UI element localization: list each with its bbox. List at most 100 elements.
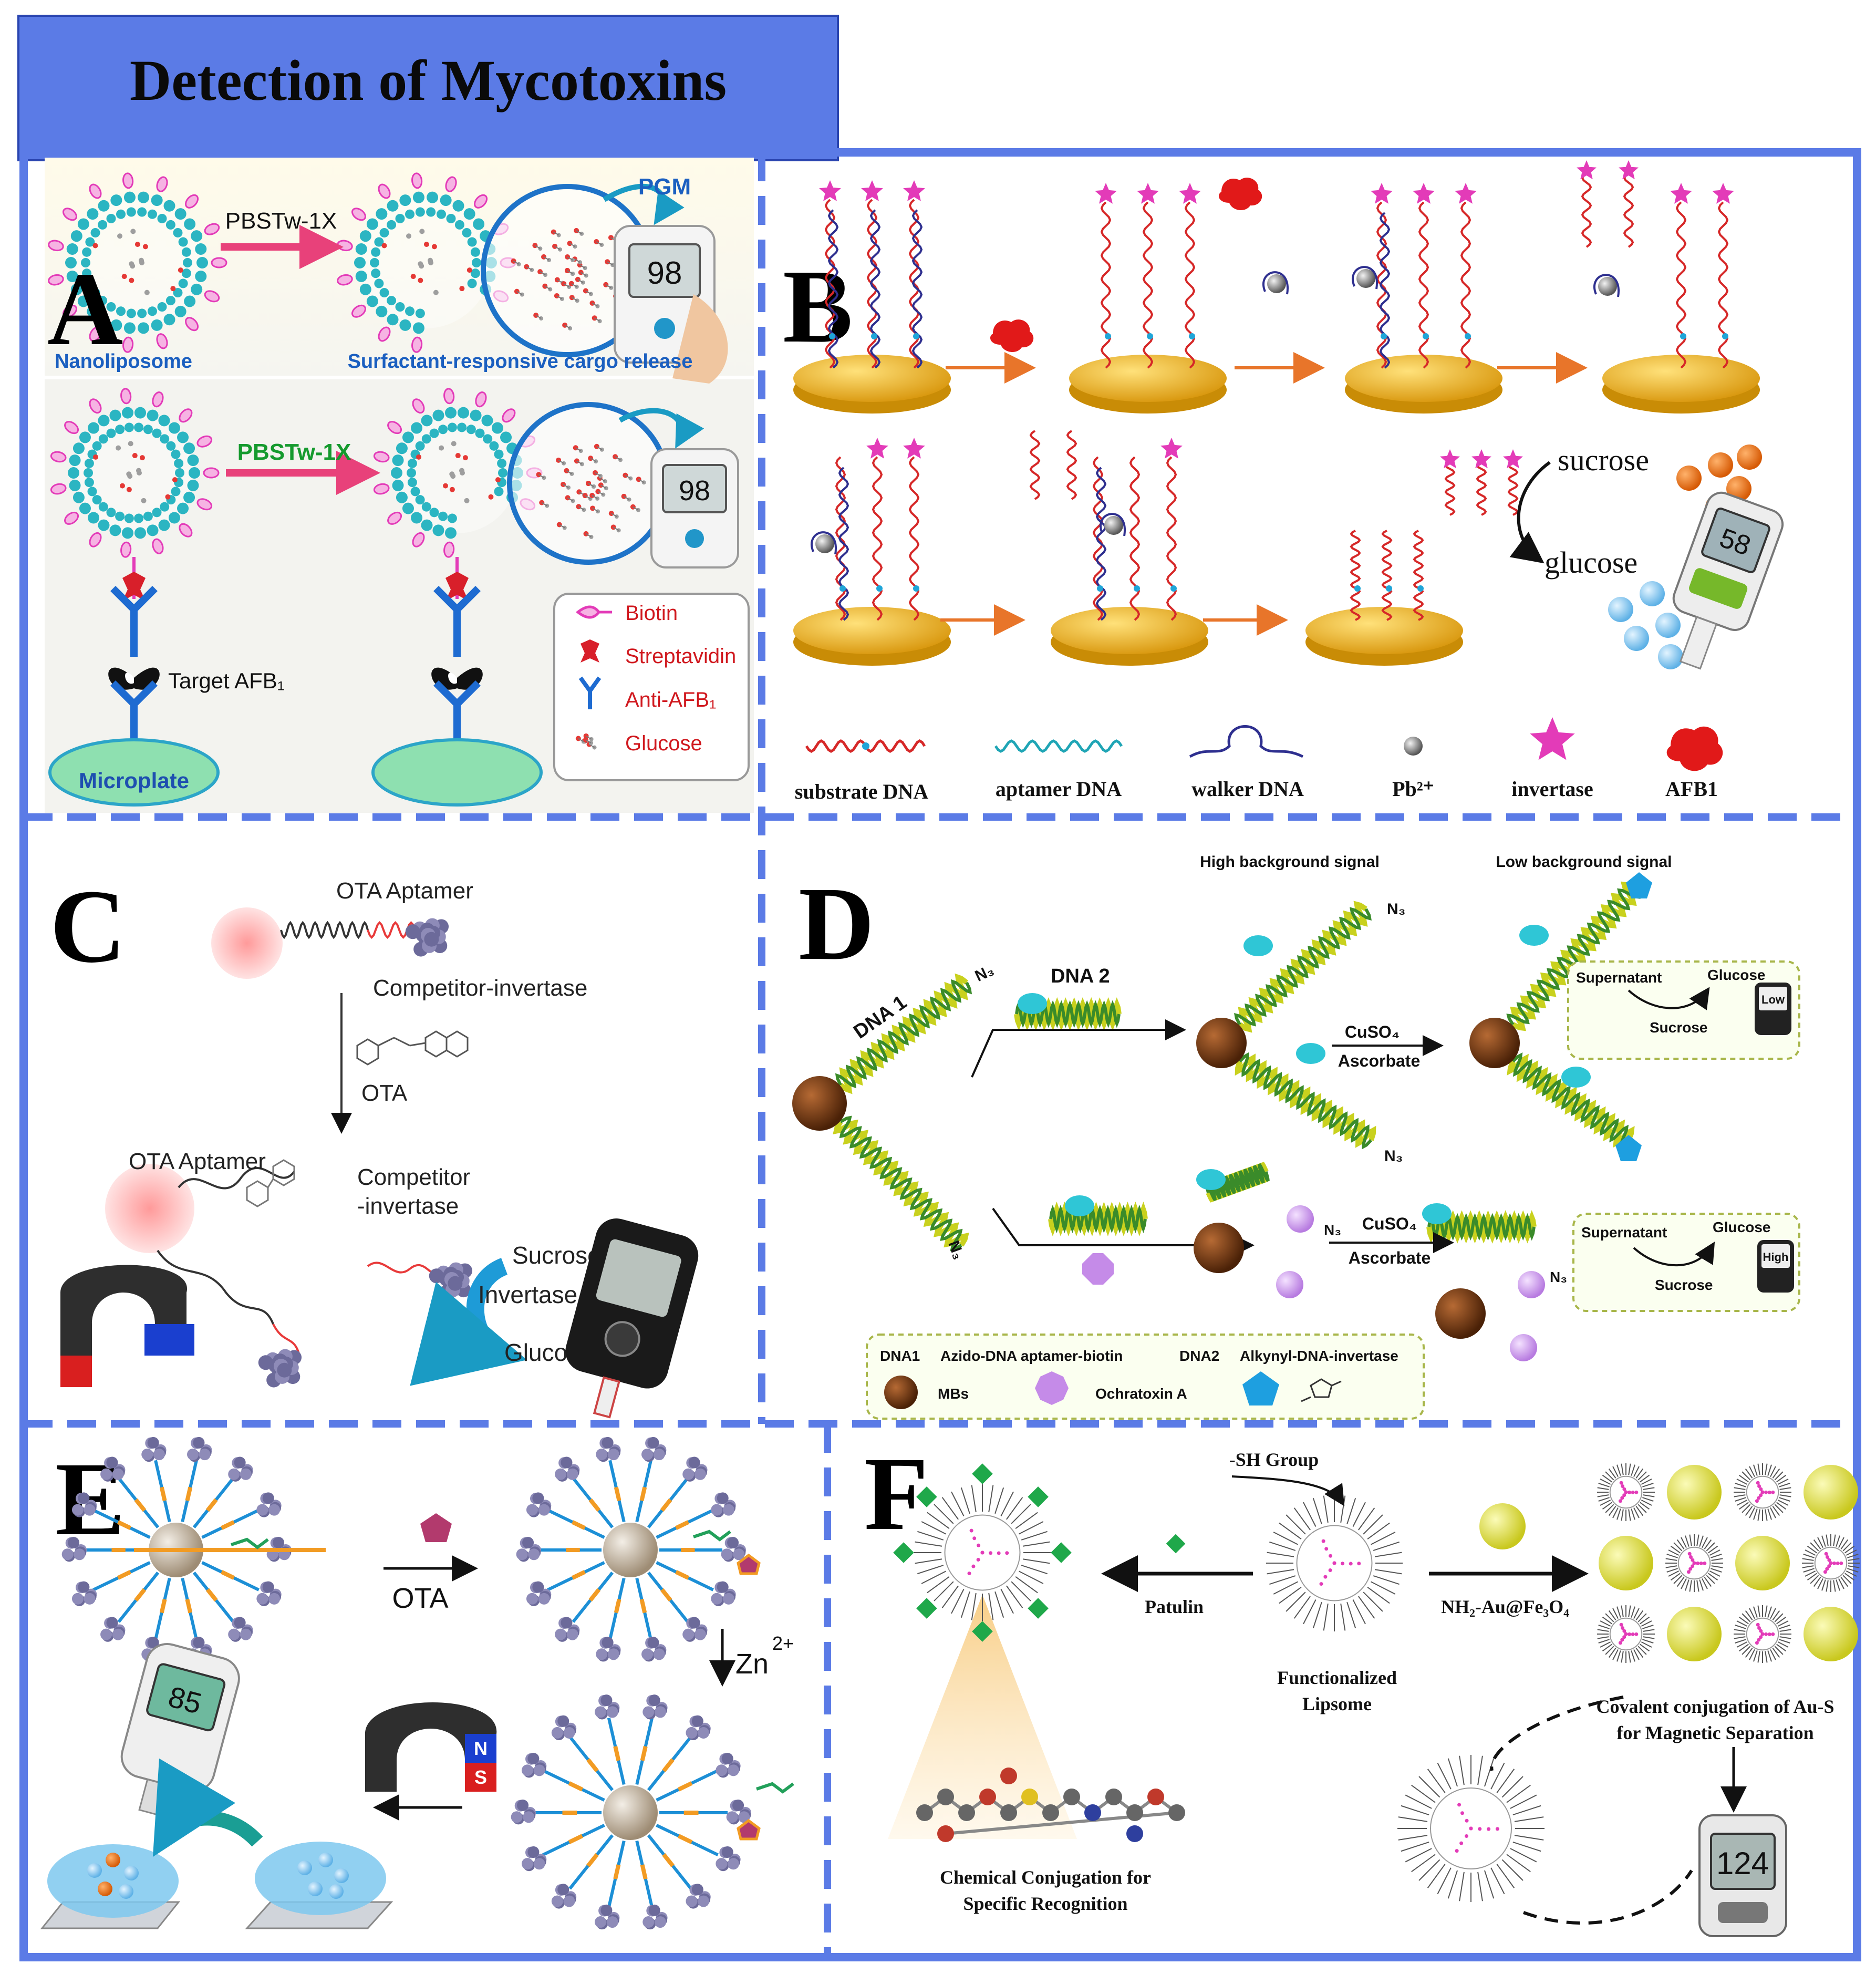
- lipid-tail: [1418, 1859, 1440, 1881]
- lipid-tail: [1666, 1568, 1678, 1573]
- glucose-bond: [578, 738, 584, 742]
- cargo-dot: [1825, 1567, 1829, 1571]
- lipid-tail: [1352, 1502, 1366, 1527]
- nanoliposome-label: Nanoliposome: [55, 350, 192, 373]
- patulin-diamond: [1166, 1534, 1186, 1554]
- lipid-tail: [1736, 1620, 1748, 1627]
- lipid-tail: [1736, 1479, 1748, 1485]
- cargo-dot: [1759, 1629, 1763, 1633]
- lipid-head: [92, 441, 102, 451]
- cargo-dot: [1764, 1490, 1768, 1494]
- cargo-dot: [1618, 1499, 1622, 1503]
- lipid-head: [173, 288, 183, 298]
- biotin-icon: [412, 398, 425, 414]
- glucose-bond: [554, 245, 561, 250]
- lipid-tail: [1608, 1610, 1616, 1620]
- protein-lobe: [228, 1628, 240, 1640]
- lipid-tail: [1021, 1565, 1048, 1575]
- lipid-head: [472, 258, 481, 267]
- released-strand: [1029, 430, 1041, 500]
- protein-lobe: [711, 1504, 723, 1516]
- dashed-path-top: [1490, 1696, 1624, 1771]
- lipid-tail: [1637, 1504, 1647, 1513]
- legend-dna2-desc: Alkynyl-DNA-invertase: [1240, 1348, 1398, 1364]
- glucose-icon: [416, 454, 421, 460]
- lipid-head: [116, 306, 126, 316]
- lipid-tail: [1635, 1648, 1644, 1658]
- dna-arm-segment: [613, 1864, 621, 1880]
- lipid-head: [438, 511, 448, 521]
- cargo-dot: [1691, 1558, 1695, 1562]
- conversion-arrow-d: [1633, 1242, 1715, 1267]
- glucose-bond: [513, 261, 520, 265]
- cargo-dot: [976, 1557, 980, 1562]
- lipid-tail: [1779, 1629, 1791, 1632]
- microplate-label: Microplate: [79, 768, 189, 793]
- lipid-head: [82, 247, 92, 257]
- cargo-dot: [1624, 1632, 1628, 1636]
- lipid-head: [157, 213, 167, 223]
- n3-label: N₃: [1384, 1148, 1403, 1165]
- lipid-tail: [1711, 1565, 1723, 1568]
- lipid-tail: [1279, 1587, 1302, 1604]
- lipid-tail: [1757, 1463, 1760, 1475]
- cargo-dot: [1624, 1490, 1628, 1494]
- cargo-dot: [1631, 1490, 1635, 1494]
- ota-bound: [1518, 1271, 1545, 1298]
- glucose-bond: [563, 283, 569, 287]
- microplate-2: [371, 738, 543, 807]
- cargo-dot: [1622, 1629, 1626, 1633]
- protein-lobe: [595, 1916, 607, 1928]
- lipid-head: [81, 258, 90, 267]
- high-background-label: High background signal: [1200, 853, 1380, 871]
- lipid-tail: [1770, 1608, 1776, 1619]
- lipid-tail: [1772, 1648, 1780, 1658]
- lipid-head: [87, 305, 99, 317]
- glucose-bond: [567, 497, 574, 502]
- lipid-head: [429, 508, 439, 518]
- lipid-tail: [1608, 1468, 1616, 1479]
- glucose-icon: [92, 454, 98, 460]
- functionalized-liposome: [1266, 1495, 1403, 1631]
- invertase-blob: [551, 1715, 577, 1741]
- cargo-dot: [1827, 1564, 1831, 1568]
- glucose-bond: [611, 513, 617, 518]
- glucose-bond: [595, 472, 601, 477]
- lipid-tail: [1608, 1648, 1616, 1658]
- lipid-head: [115, 425, 125, 435]
- invertase-blob: [642, 1694, 668, 1720]
- glucose-bond: [579, 264, 586, 268]
- biotin-icon: [185, 194, 199, 209]
- cargo-dot: [1622, 1635, 1626, 1639]
- lipid-tail: [1637, 1613, 1647, 1622]
- protein-lobe: [533, 1858, 545, 1870]
- lipid-head: [77, 218, 89, 230]
- electrode-disc: [1069, 355, 1227, 402]
- lipid-tail: [1753, 1508, 1758, 1520]
- lipid-tail: [1702, 1578, 1708, 1589]
- substrate-dna-strand: [1166, 456, 1177, 621]
- lipid-head: [66, 243, 78, 255]
- sh-arrow: [1231, 1475, 1345, 1506]
- invertase-star: [903, 180, 925, 201]
- lipid-tail: [1637, 1471, 1647, 1481]
- glucose-meter-bottom: 98: [650, 448, 739, 569]
- magnetic-bead-d: [1435, 1288, 1486, 1339]
- glucose-icon: [410, 274, 416, 280]
- lipid-tail: [1621, 1463, 1624, 1475]
- lipid-tail: [971, 1485, 977, 1513]
- lipid-tail: [1767, 1650, 1772, 1662]
- protein-lobe: [647, 1637, 659, 1649]
- lipid-tail: [1447, 1870, 1458, 1899]
- glucose-meter-top: 98: [614, 225, 728, 384]
- cleavage-site: [1097, 585, 1103, 592]
- invertase-star: [1455, 183, 1477, 204]
- lipid-head: [98, 220, 108, 230]
- biotin-icon: [204, 290, 220, 303]
- lipid-head: [124, 513, 134, 523]
- lipid-head: [147, 524, 159, 536]
- liposome-core: [360, 197, 491, 328]
- lipid-head: [106, 213, 116, 223]
- dna-arm-segment: [205, 1588, 218, 1602]
- invertase-blob: [1065, 1195, 1094, 1216]
